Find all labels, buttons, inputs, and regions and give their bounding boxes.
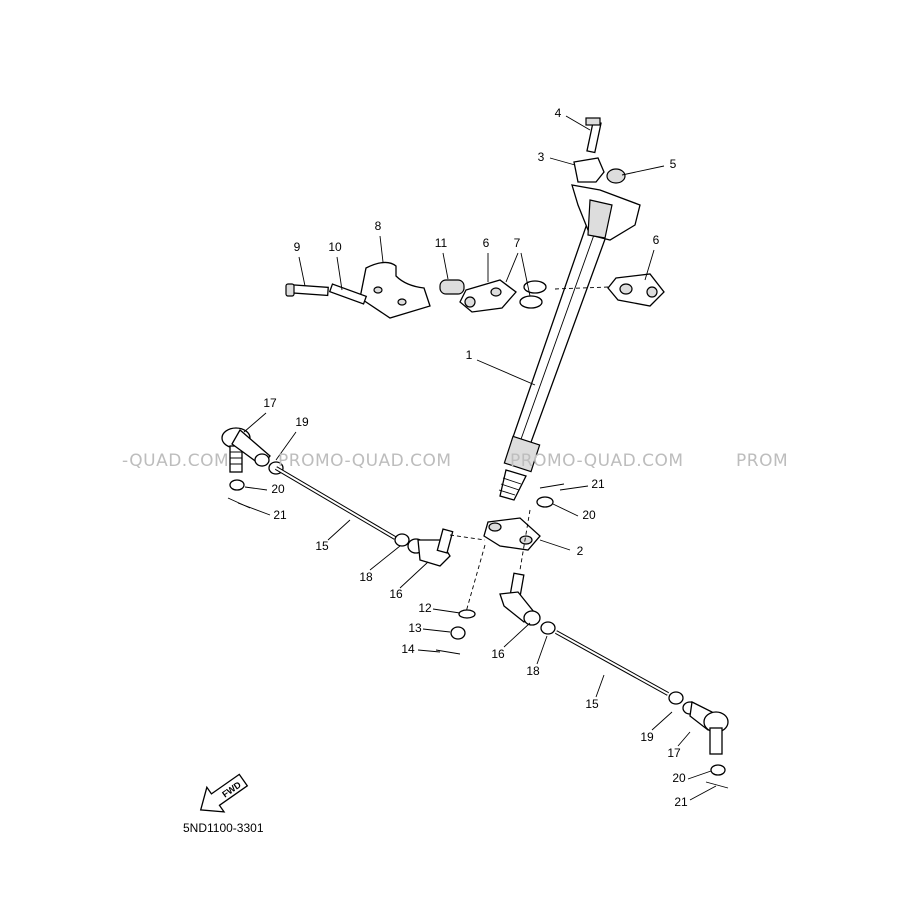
callout-label: 17 bbox=[263, 396, 277, 410]
right-tie-rod bbox=[499, 572, 729, 789]
steering-shaft bbox=[498, 184, 641, 501]
callout-label: 14 bbox=[401, 642, 415, 656]
leader-lines bbox=[237, 115, 717, 801]
callout-label: 2 bbox=[577, 544, 584, 558]
left-tie-rod bbox=[221, 427, 454, 567]
callout-label: 6 bbox=[483, 236, 490, 250]
callout-label: 11 bbox=[435, 236, 448, 250]
watermark-text: PROMO-QUAD.COM bbox=[510, 451, 684, 471]
callout-label: 8 bbox=[375, 219, 382, 233]
callout-label: 15 bbox=[585, 697, 599, 711]
watermark-text: -QUAD.COM bbox=[122, 451, 229, 471]
callout-label: 6 bbox=[653, 233, 660, 247]
diagram-code: 5ND1100-3301 bbox=[183, 821, 264, 835]
callout-label: 19 bbox=[640, 730, 654, 744]
callout-label: 7 bbox=[514, 236, 521, 250]
pitman-arm bbox=[435, 483, 565, 655]
callout-label: 16 bbox=[389, 587, 403, 601]
callout-label: 19 bbox=[295, 415, 309, 429]
fwd-arrow-icon: FWD bbox=[199, 773, 249, 813]
callout-label: 1 bbox=[466, 348, 473, 362]
callout-label: 4 bbox=[555, 106, 562, 120]
watermark-text: PROM bbox=[736, 451, 788, 471]
callout-label: 12 bbox=[418, 601, 432, 615]
watermark-text: PROMO-QUAD.COM bbox=[278, 451, 452, 471]
shaft-holder-parts bbox=[285, 261, 665, 319]
callout-label: 21 bbox=[273, 508, 287, 522]
callouts: 4 3 5 9 10 8 11 6 7 6 1 17 19 20 21 15 1… bbox=[263, 106, 688, 809]
top-clamp-parts bbox=[573, 117, 626, 184]
callout-label: 16 bbox=[491, 647, 505, 661]
callout-label: 17 bbox=[667, 746, 681, 760]
callout-label: 10 bbox=[328, 240, 342, 254]
callout-label: 15 bbox=[315, 539, 329, 553]
callout-label: 5 bbox=[670, 157, 677, 171]
callout-label: 21 bbox=[674, 795, 688, 809]
callout-label: 21 bbox=[591, 477, 605, 491]
callout-label: 20 bbox=[672, 771, 686, 785]
callout-label: 18 bbox=[359, 570, 373, 584]
callout-label: 13 bbox=[408, 621, 422, 635]
callout-label: 9 bbox=[294, 240, 301, 254]
callout-label: 20 bbox=[271, 482, 285, 496]
watermark: -QUAD.COM PROMO-QUAD.COM PROMO-QUAD.COM … bbox=[122, 451, 788, 471]
callout-label: 18 bbox=[526, 664, 540, 678]
callout-label: 3 bbox=[538, 150, 545, 164]
callout-label: 20 bbox=[582, 508, 596, 522]
